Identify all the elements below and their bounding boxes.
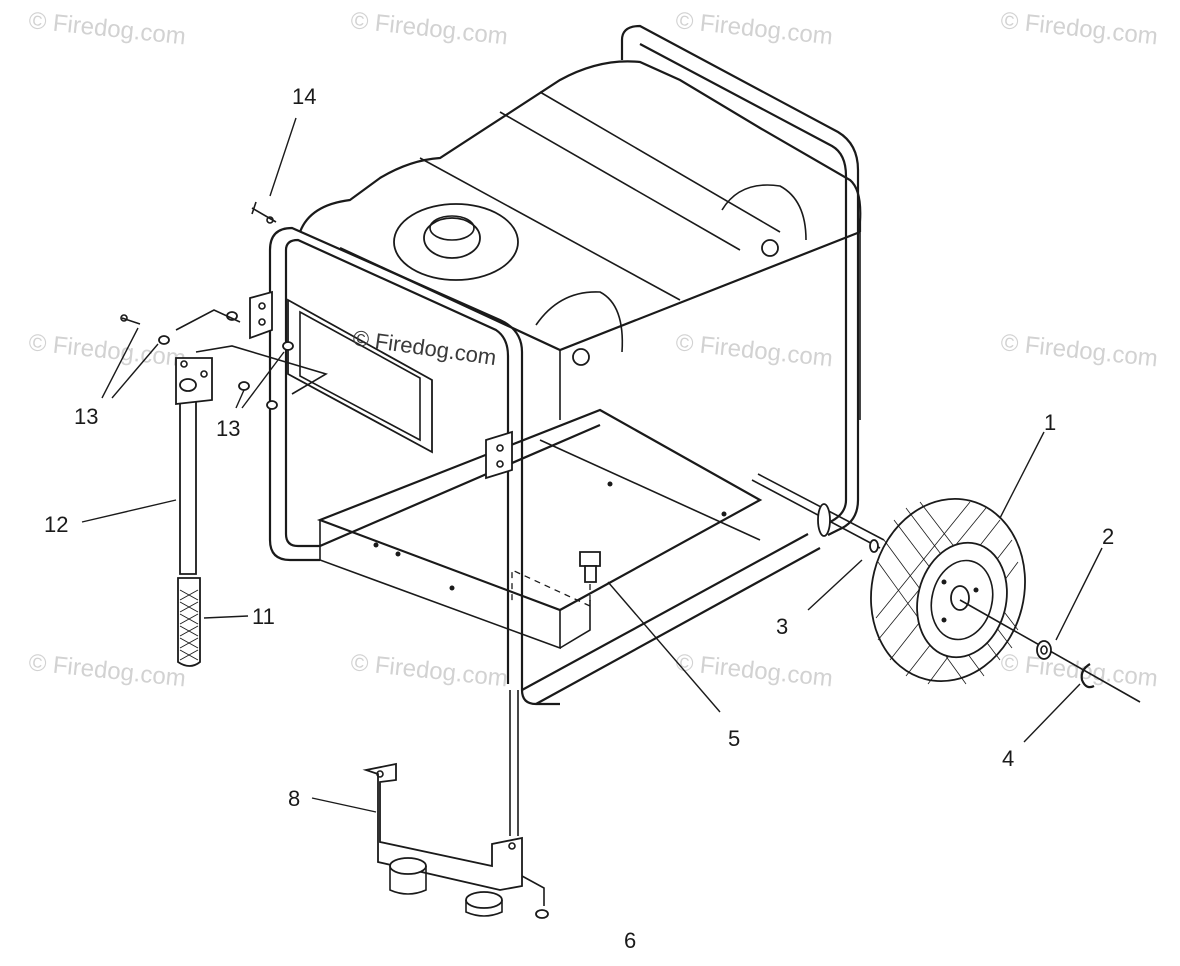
callout-5: 5	[728, 726, 740, 751]
watermark: © Firedog.com	[349, 649, 509, 692]
handle-brackets	[249, 290, 513, 480]
callout-6: 6	[624, 928, 636, 953]
tank-bolt	[761, 239, 779, 257]
leader-lines	[81, 117, 1103, 813]
leader-11	[203, 615, 249, 619]
axle-washer-and-clip	[1036, 640, 1095, 689]
callout-4: 4	[1002, 746, 1014, 771]
handle-hardware	[120, 309, 328, 410]
watermark: © Firedog.com	[999, 649, 1159, 692]
control-panel-plate	[287, 298, 433, 454]
callout-12: 12	[44, 512, 68, 537]
handle-tube	[179, 391, 197, 575]
foot-bracket	[362, 690, 549, 919]
tank-bolt	[572, 348, 590, 366]
leader-13a	[111, 343, 159, 399]
hair-clip	[1080, 663, 1095, 689]
callout-11: 11	[252, 604, 275, 629]
watermark: © Firedog.com	[999, 329, 1159, 372]
mounting-bolt	[511, 551, 601, 608]
leader-14	[269, 117, 297, 197]
leader-13b	[241, 351, 285, 409]
leader-13b	[235, 389, 245, 409]
leader-13a	[101, 327, 139, 399]
leader-3	[807, 559, 863, 611]
callout-14: 14	[292, 84, 316, 109]
callout-1: 1	[1044, 410, 1056, 435]
callout-3: 3	[776, 614, 788, 639]
callout-13: 13	[74, 404, 98, 429]
fuel-tank	[298, 60, 862, 420]
handle-grip	[177, 577, 201, 667]
leader-8	[311, 797, 377, 813]
axle-washer	[1036, 640, 1052, 660]
callout-13: 13	[216, 416, 240, 441]
callout-8: 8	[288, 786, 300, 811]
watermark: © Firedog.com	[27, 7, 187, 50]
leader-2	[1055, 547, 1103, 641]
leader-1	[999, 431, 1045, 519]
base-pan	[316, 408, 763, 650]
callout-2: 2	[1102, 524, 1114, 549]
leader-5	[607, 581, 721, 713]
fuel-cap	[423, 217, 481, 259]
bracket-nut	[535, 909, 549, 919]
rubber-foot	[389, 857, 427, 875]
retaining-pin	[251, 201, 277, 224]
watermark: © Firedog.com	[27, 649, 187, 692]
handle-assembly	[175, 357, 213, 667]
callout-labels: 1 2 3 4 5 8 11 12 13 13 14 6	[44, 84, 1114, 953]
watermark: © Firedog.com	[999, 7, 1159, 50]
leader-12	[81, 499, 177, 523]
wheel-hub	[950, 585, 970, 611]
watermark: © Firedog.com	[674, 7, 834, 50]
leader-4	[1023, 683, 1081, 743]
watermark: © Firedog.com	[349, 7, 509, 50]
rubber-foot	[465, 891, 503, 909]
watermark: © Firedog.com	[674, 329, 834, 372]
wheel-axle	[751, 473, 885, 553]
